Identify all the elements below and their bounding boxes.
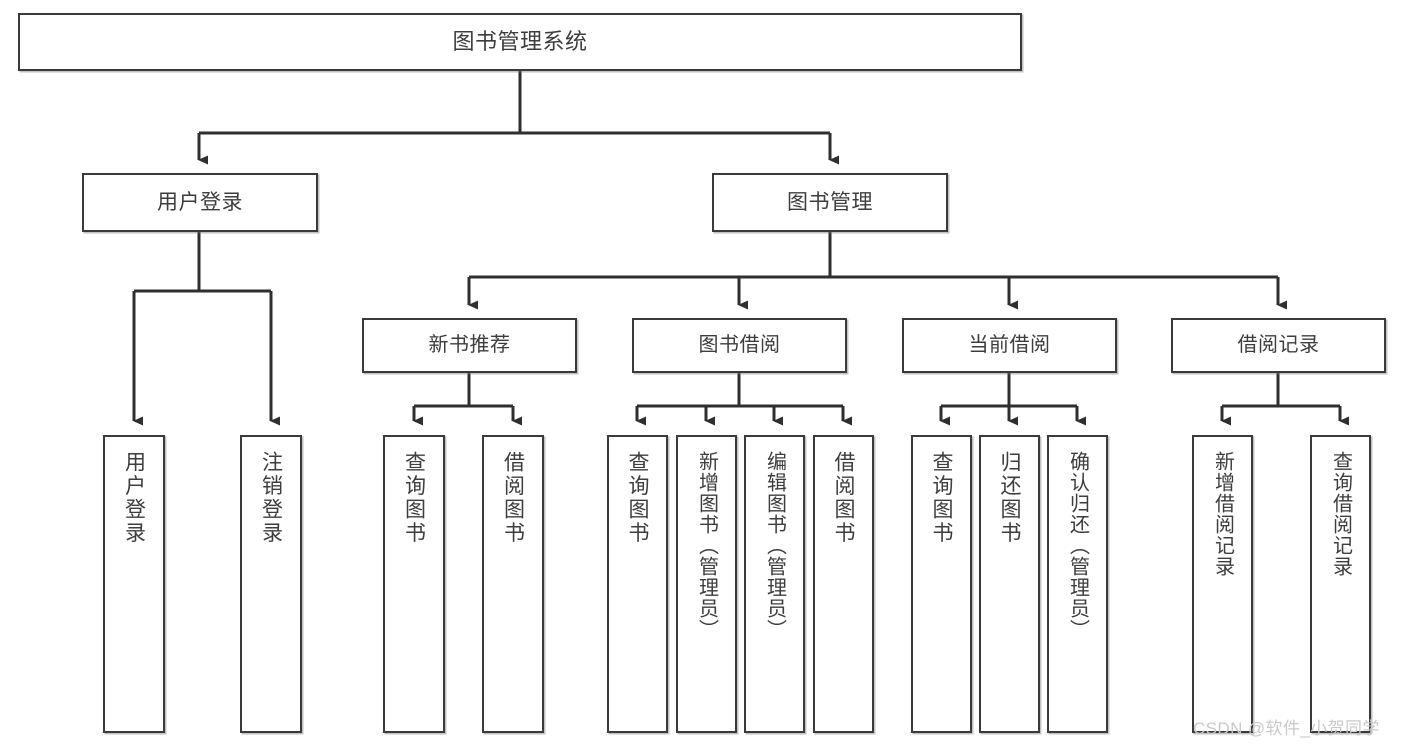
watermark-text: CSDN @软件_小贺同学 — [1193, 719, 1380, 738]
node-leaf-logout[interactable]: 注销登录 — [240, 435, 302, 733]
node-label: 当前借阅 — [968, 334, 1051, 357]
node-label: 借阅记录 — [1237, 334, 1320, 357]
node-label: 查询图书 — [402, 451, 426, 545]
node-label: 新增图书（管理员） — [695, 451, 718, 640]
node-new-book-recommend[interactable]: 新书推荐 — [362, 318, 577, 373]
node-leaf-edit-book-admin[interactable]: 编辑图书（管理员） — [744, 435, 805, 733]
node-label: 查询图书 — [626, 451, 649, 545]
node-leaf-add-book-admin[interactable]: 新增图书（管理员） — [676, 435, 737, 733]
node-user-login[interactable]: 用户登录 — [82, 173, 318, 232]
node-leaf-confirm-return-admin[interactable]: 确认归还（管理员） — [1047, 435, 1108, 733]
node-label: 编辑图书（管理员） — [763, 451, 786, 640]
node-label: 新书推荐 — [428, 334, 511, 357]
node-label: 用户登录 — [122, 451, 146, 545]
node-label: 用户登录 — [157, 190, 243, 214]
node-current-borrow[interactable]: 当前借阅 — [902, 318, 1117, 373]
node-leaf-query-book-new[interactable]: 查询图书 — [383, 435, 445, 733]
node-leaf-query-book-current[interactable]: 查询图书 — [911, 435, 972, 733]
node-label: 查询借阅记录 — [1329, 451, 1352, 577]
node-borrow-records[interactable]: 借阅记录 — [1171, 318, 1386, 373]
node-label: 借阅图书 — [501, 451, 525, 545]
node-leaf-return-book[interactable]: 归还图书 — [979, 435, 1040, 733]
node-label: 图书借阅 — [698, 334, 781, 357]
node-label: 注销登录 — [259, 451, 283, 545]
node-leaf-query-borrow-record[interactable]: 查询借阅记录 — [1310, 435, 1371, 733]
node-book-borrow[interactable]: 图书借阅 — [632, 318, 847, 373]
node-label: 归还图书 — [998, 451, 1021, 545]
node-root-book-management-system[interactable]: 图书管理系统 — [18, 13, 1022, 71]
node-leaf-query-book-borrow[interactable]: 查询图书 — [607, 435, 668, 733]
node-label: 图书管理系统 — [452, 28, 588, 54]
node-leaf-add-borrow-record[interactable]: 新增借阅记录 — [1192, 435, 1253, 733]
node-label: 确认归还（管理员） — [1066, 451, 1089, 640]
node-leaf-user-login[interactable]: 用户登录 — [103, 435, 165, 733]
node-label: 图书管理 — [787, 190, 873, 214]
node-leaf-borrow-book[interactable]: 借阅图书 — [813, 435, 874, 733]
node-label: 新增借阅记录 — [1211, 451, 1234, 577]
node-label: 借阅图书 — [832, 451, 855, 545]
node-label: 查询图书 — [930, 451, 953, 545]
node-book-management[interactable]: 图书管理 — [712, 173, 948, 232]
node-leaf-borrow-book-new[interactable]: 借阅图书 — [482, 435, 544, 733]
